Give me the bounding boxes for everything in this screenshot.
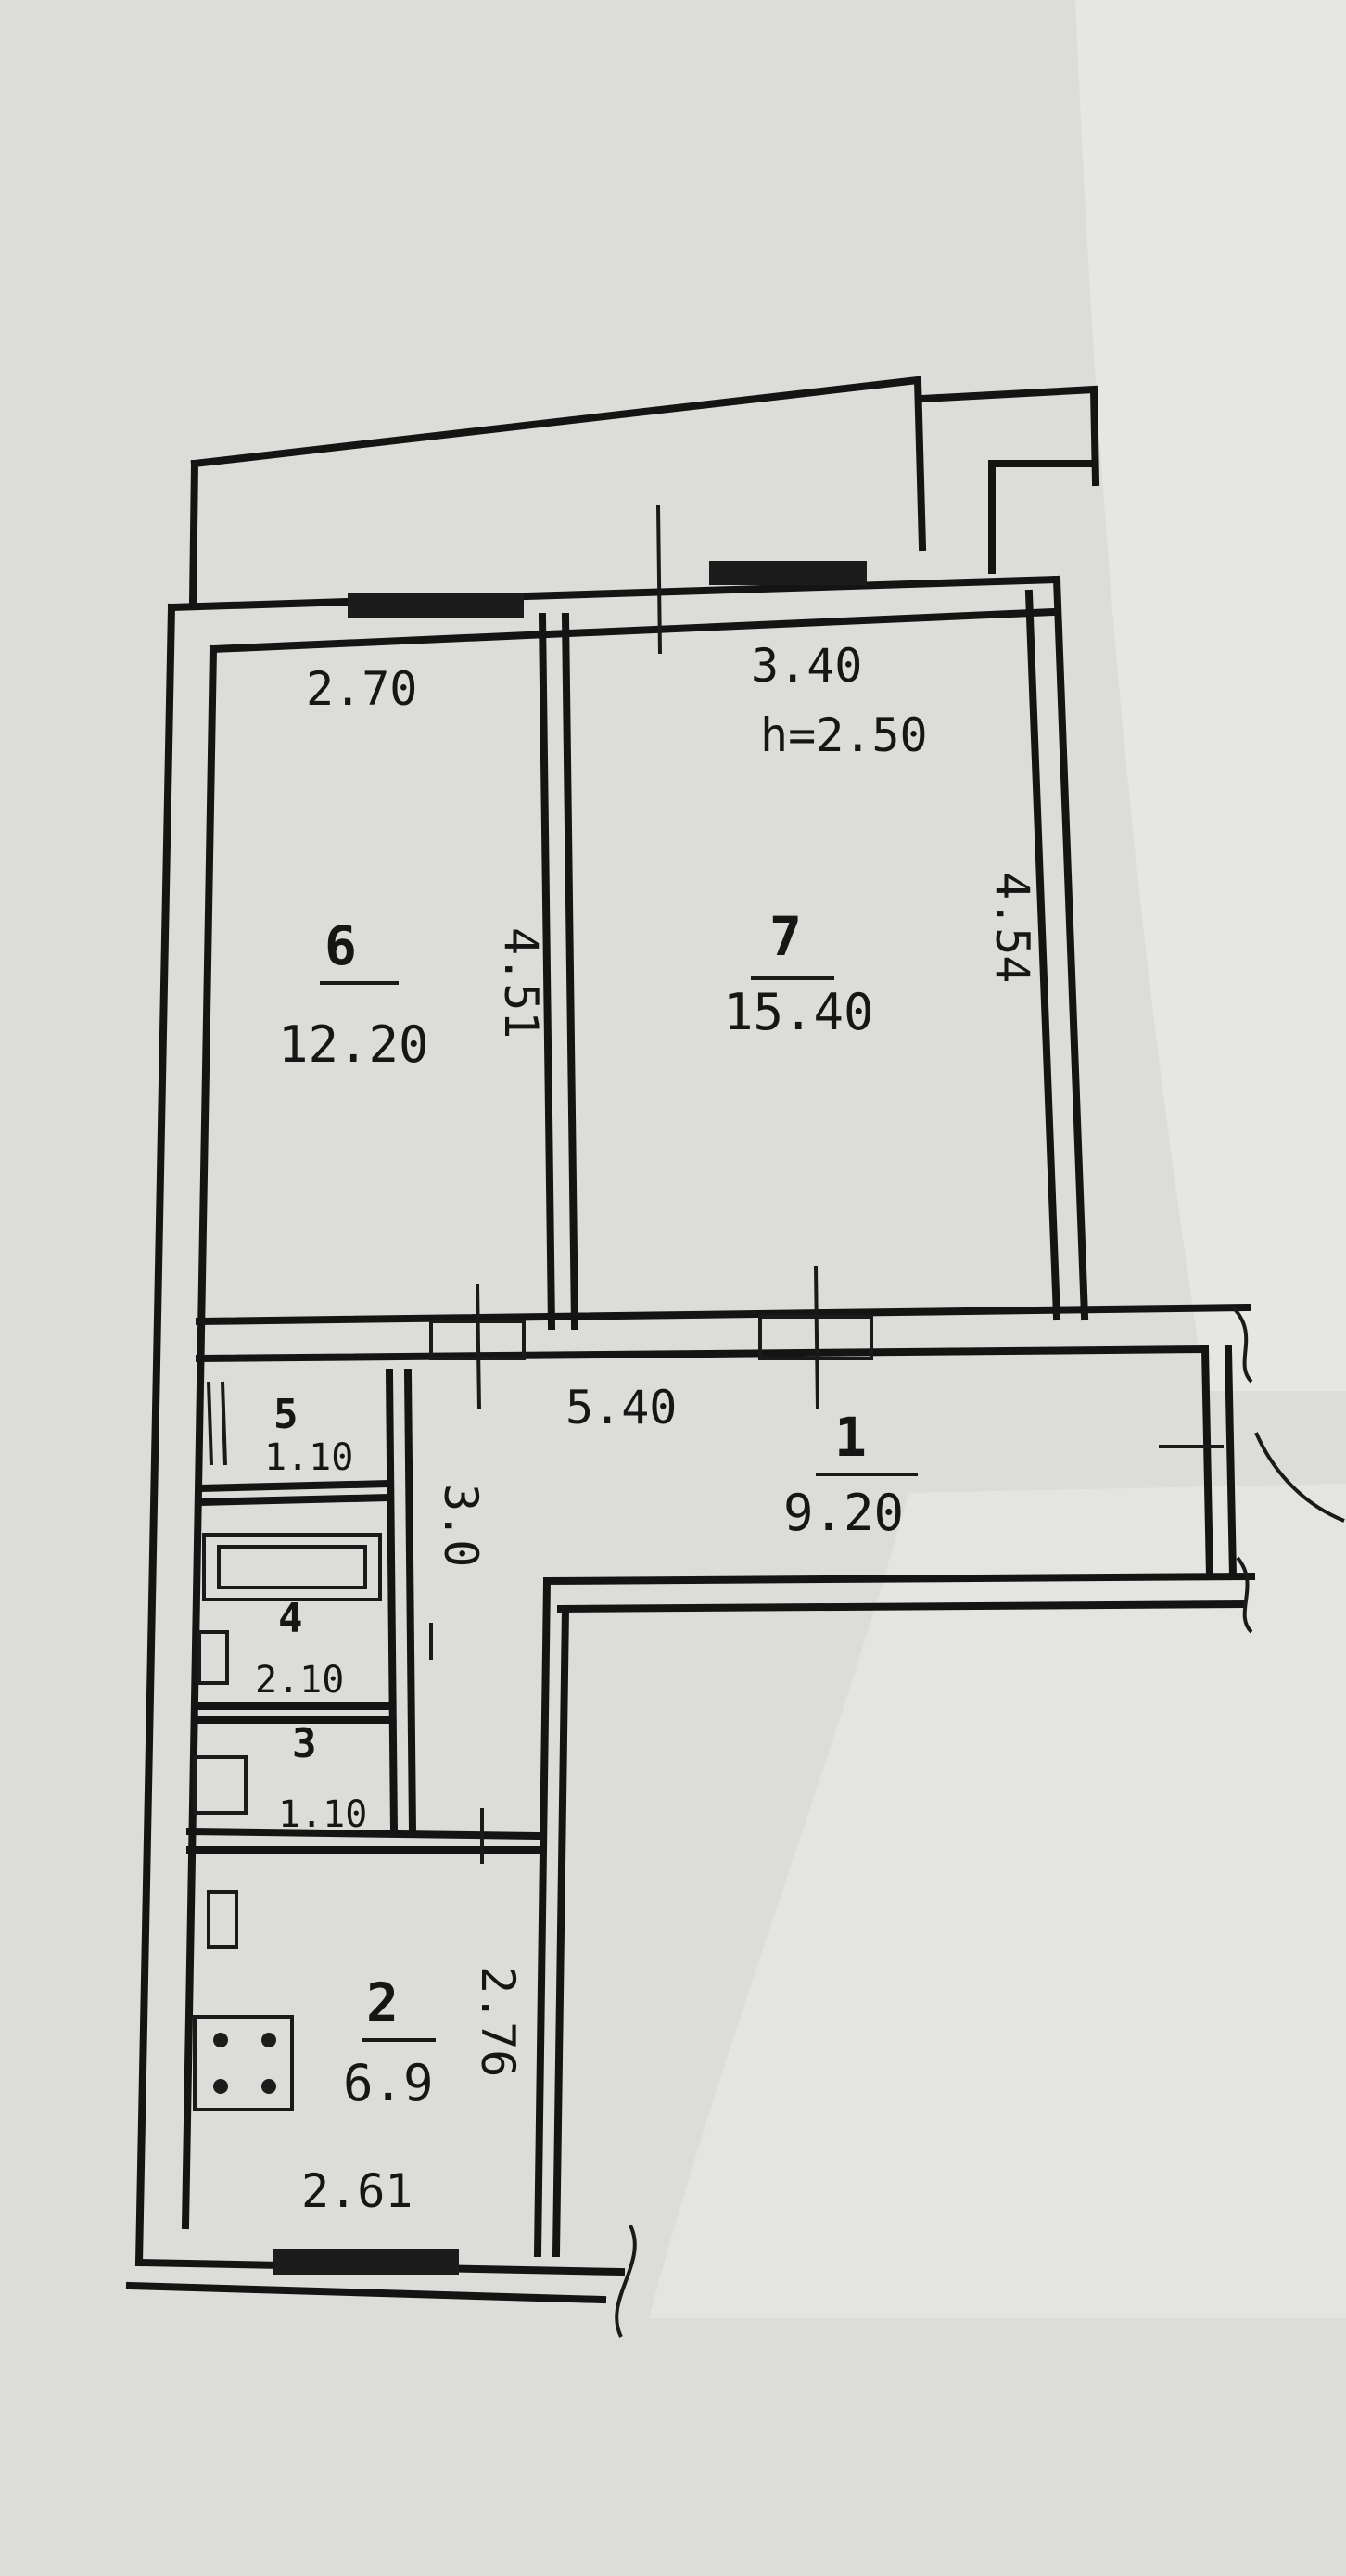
entrance-wall bbox=[1200, 1345, 1238, 1581]
room-3-number: 3 bbox=[292, 1720, 317, 1767]
bath-partition bbox=[191, 1702, 393, 1724]
balcony-outline bbox=[188, 376, 927, 607]
room-4-number: 4 bbox=[278, 1595, 303, 1642]
stove-burner bbox=[261, 2033, 276, 2047]
dim-corridor-length: 3.0 bbox=[434, 1484, 488, 1567]
entrance-door-mark bbox=[1159, 1432, 1345, 1523]
window-room-6 bbox=[348, 593, 524, 618]
exterior-wall-left bbox=[134, 603, 218, 2267]
stove-burner bbox=[213, 2079, 228, 2094]
wall-rooms-hall bbox=[195, 1303, 1251, 1363]
room-3-area: 1.10 bbox=[278, 1793, 367, 1836]
dim-hall-length: 5.40 bbox=[565, 1381, 677, 1435]
exterior-wall-top bbox=[167, 575, 1061, 654]
bathtub-symbol bbox=[202, 1533, 382, 1601]
room-2-number: 2 bbox=[366, 1971, 399, 2034]
ceiling-height: h=2.50 bbox=[760, 708, 928, 762]
stove-burner bbox=[261, 2079, 276, 2094]
corridor-right-wall bbox=[533, 1576, 570, 2258]
stove-symbol bbox=[193, 2015, 294, 2111]
room-5-area: 1.10 bbox=[264, 1436, 353, 1479]
partition-6-7 bbox=[538, 612, 579, 1331]
dim-kitchen-width: 2.61 bbox=[301, 2164, 413, 2218]
wall-break-mark bbox=[615, 2225, 637, 2338]
room-1-area: 9.20 bbox=[783, 1484, 904, 1542]
window-kitchen bbox=[273, 2249, 459, 2275]
room-6-number: 6 bbox=[324, 914, 357, 977]
stove-burner bbox=[213, 2033, 228, 2047]
plumbing-shaft bbox=[207, 1381, 227, 1466]
door-swing-6 bbox=[476, 1283, 481, 1410]
dim-room7-length: 4.54 bbox=[985, 872, 1039, 983]
toilet-symbol bbox=[193, 1755, 248, 1815]
balcony-door bbox=[656, 504, 662, 655]
balcony-side-wall bbox=[918, 385, 1100, 574]
window-room-7 bbox=[709, 561, 867, 585]
room-7-number: 7 bbox=[769, 905, 802, 968]
dim-kitchen-length: 2.76 bbox=[471, 1966, 525, 2077]
bathroom-block-wall bbox=[385, 1368, 417, 1836]
hall-bottom-wall bbox=[542, 1572, 1256, 1613]
room-6-area: 12.20 bbox=[278, 1015, 429, 1074]
wc-partition bbox=[195, 1479, 394, 1507]
room-5-number: 5 bbox=[273, 1391, 298, 1438]
kitchen-sink bbox=[207, 1890, 238, 1949]
wall-break-mark bbox=[1231, 1306, 1253, 1384]
dim-room7-width: 3.40 bbox=[751, 639, 862, 693]
door-swing-7 bbox=[814, 1265, 819, 1410]
sink-symbol bbox=[197, 1630, 229, 1685]
room-7-area: 15.40 bbox=[723, 983, 874, 1041]
exterior-wall-right bbox=[1024, 575, 1089, 1321]
room-1-number: 1 bbox=[834, 1406, 867, 1469]
sink-partition bbox=[185, 1827, 542, 1854]
room-2-area: 6.9 bbox=[343, 2054, 434, 2112]
room-4-area: 2.10 bbox=[255, 1659, 344, 1702]
bathtub-inner bbox=[217, 1545, 367, 1589]
dim-room6-length: 4.51 bbox=[494, 927, 548, 1039]
paper-sheet-edge bbox=[1075, 0, 1346, 1391]
dim-room6-width: 2.70 bbox=[306, 662, 417, 716]
paper-sheet-edge bbox=[649, 1484, 1346, 2318]
wall-break-mark bbox=[1236, 1556, 1253, 1634]
